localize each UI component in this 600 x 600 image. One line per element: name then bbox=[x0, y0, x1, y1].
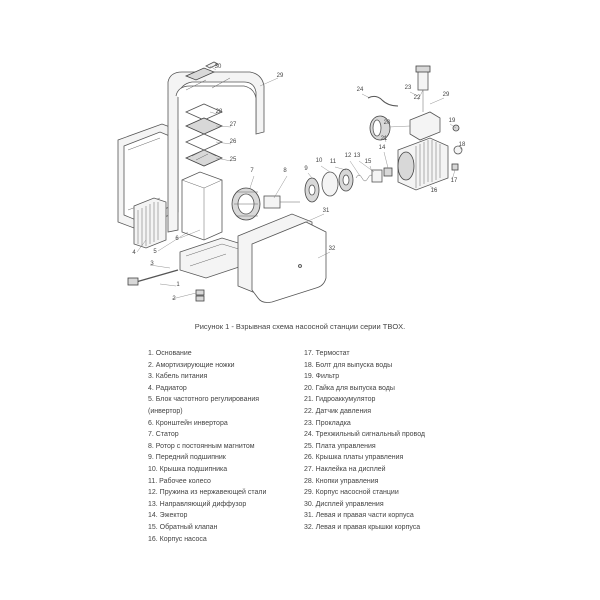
rotor bbox=[263, 195, 300, 209]
callout-29: 29 bbox=[277, 73, 284, 79]
legend-item: 21. Гидроаккумулятор bbox=[304, 396, 376, 404]
diffuser-ejector bbox=[355, 167, 393, 183]
control-display bbox=[184, 61, 219, 81]
legend-item: 10. Крышка подшипника bbox=[148, 465, 228, 473]
legend-item: 9. Передний подшипник bbox=[148, 454, 226, 462]
pressure-sensor bbox=[409, 65, 441, 141]
callout-4: 4 bbox=[132, 250, 136, 256]
impeller-assembly bbox=[304, 168, 354, 203]
callout-28: 28 bbox=[216, 109, 223, 115]
callout-19: 19 bbox=[449, 118, 456, 124]
power-cable bbox=[127, 269, 179, 286]
callout-13: 13 bbox=[354, 153, 361, 159]
control-board-stack bbox=[185, 103, 223, 167]
legend-item: 2. Амортизирующие ножки bbox=[148, 361, 235, 369]
callout-15: 15 bbox=[365, 159, 372, 165]
legend-item: 29. Корпус насосной станции bbox=[304, 489, 399, 497]
callout-24: 24 bbox=[357, 87, 364, 93]
callout-3: 3 bbox=[150, 261, 154, 267]
callout-6: 6 bbox=[175, 236, 179, 242]
callout-31: 31 bbox=[323, 208, 330, 214]
callout-22: 22 bbox=[414, 95, 421, 101]
callout-25: 25 bbox=[230, 157, 237, 163]
callout-10: 10 bbox=[316, 158, 323, 164]
callout-21: 21 bbox=[381, 136, 388, 142]
legend-item: 20. Гайка для выпуска воды bbox=[304, 384, 395, 392]
right-side-cover bbox=[251, 221, 327, 303]
legend-item: 1. Основание bbox=[148, 350, 192, 357]
legend-item: 23. Прокладка bbox=[304, 419, 351, 427]
callout-8: 8 bbox=[283, 168, 287, 174]
callout-11: 11 bbox=[330, 159, 337, 165]
figure-caption: Рисунок 1 - Взрывная схема насосной стан… bbox=[194, 322, 406, 331]
stator bbox=[231, 187, 261, 221]
signal-wire bbox=[367, 95, 399, 107]
legend-item: 13. Направляющий диффузор bbox=[148, 500, 247, 508]
legend-item: 27. Наклейка на дисплей bbox=[304, 465, 386, 473]
legend-item: 16. Корпус насоса bbox=[148, 535, 207, 543]
legend-item: 18. Болт для выпуска воды bbox=[304, 361, 393, 369]
legend-item: 15. Обратный клапан bbox=[148, 523, 218, 531]
left-side-cover bbox=[117, 123, 179, 229]
leader-lines bbox=[136, 65, 463, 300]
damping-feet bbox=[195, 289, 205, 302]
legend-item: 26. Крышка платы управления bbox=[304, 454, 404, 462]
callout-32: 32 bbox=[329, 246, 336, 252]
legend-item: 28. Кнопки управления bbox=[304, 477, 379, 485]
legend-item: 3. Кабель питания bbox=[148, 373, 208, 381]
legend-item: 6. Кронштейн инвертора bbox=[148, 419, 228, 427]
inverter-block bbox=[181, 171, 223, 241]
legend-item: 14. Эжектор bbox=[148, 512, 188, 520]
legend-item: 32. Левая и правая крышки корпуса bbox=[304, 523, 421, 531]
callout-27: 27 bbox=[230, 122, 237, 128]
legend-item: 24. Трехжильный сигнальный провод bbox=[304, 431, 426, 439]
callout-5: 5 bbox=[153, 249, 157, 255]
legend-item: 8. Ротор с постоянным магнитом bbox=[148, 442, 255, 450]
pressure-tank bbox=[369, 115, 391, 141]
legend-item: 17. Термостат bbox=[304, 350, 350, 357]
legend-item: 31. Левая и правая части корпуса bbox=[304, 512, 414, 520]
legend-left-column: 1. Основание 2. Амортизирующие ножки 3. Ка… bbox=[148, 348, 298, 545]
legend-item: 5. Блок частотного регулирования bbox=[148, 396, 260, 404]
radiator bbox=[133, 197, 167, 249]
pump-body bbox=[397, 137, 449, 191]
legend-item: (инвертор) bbox=[148, 407, 183, 415]
callout-30: 30 bbox=[215, 64, 222, 70]
legend-item: 25. Плата управления bbox=[304, 442, 376, 450]
callout-29: 29 bbox=[443, 92, 450, 98]
legend-item: 22. Датчик давления bbox=[304, 407, 372, 415]
callout-12: 12 bbox=[345, 153, 352, 159]
legend-right-column: 17. Термостат 18. Болт для выпуска воды 19… bbox=[304, 348, 454, 534]
legend-item: 11. Рабочее колесо bbox=[148, 477, 211, 485]
legend-item: 4. Радиатор bbox=[148, 384, 187, 392]
callout-26: 26 bbox=[230, 139, 237, 145]
callout-7: 7 bbox=[250, 168, 254, 174]
callout-1: 1 bbox=[176, 282, 180, 288]
callout-2: 2 bbox=[172, 296, 176, 302]
callout-23: 23 bbox=[405, 85, 412, 91]
legend-item: 12. Пружина из нержавеющей стали bbox=[148, 489, 267, 497]
callout-20: 20 bbox=[384, 120, 391, 126]
callout-18: 18 bbox=[459, 142, 466, 148]
callout-9: 9 bbox=[304, 166, 308, 172]
legend-item: 7. Статор bbox=[148, 431, 179, 439]
legend-item: 19. Фильтр bbox=[304, 373, 340, 381]
legend-item: 30. Дисплей управления bbox=[304, 500, 384, 508]
callout-17: 17 bbox=[451, 178, 458, 184]
callout-14: 14 bbox=[379, 145, 386, 151]
callout-16: 16 bbox=[431, 188, 438, 194]
